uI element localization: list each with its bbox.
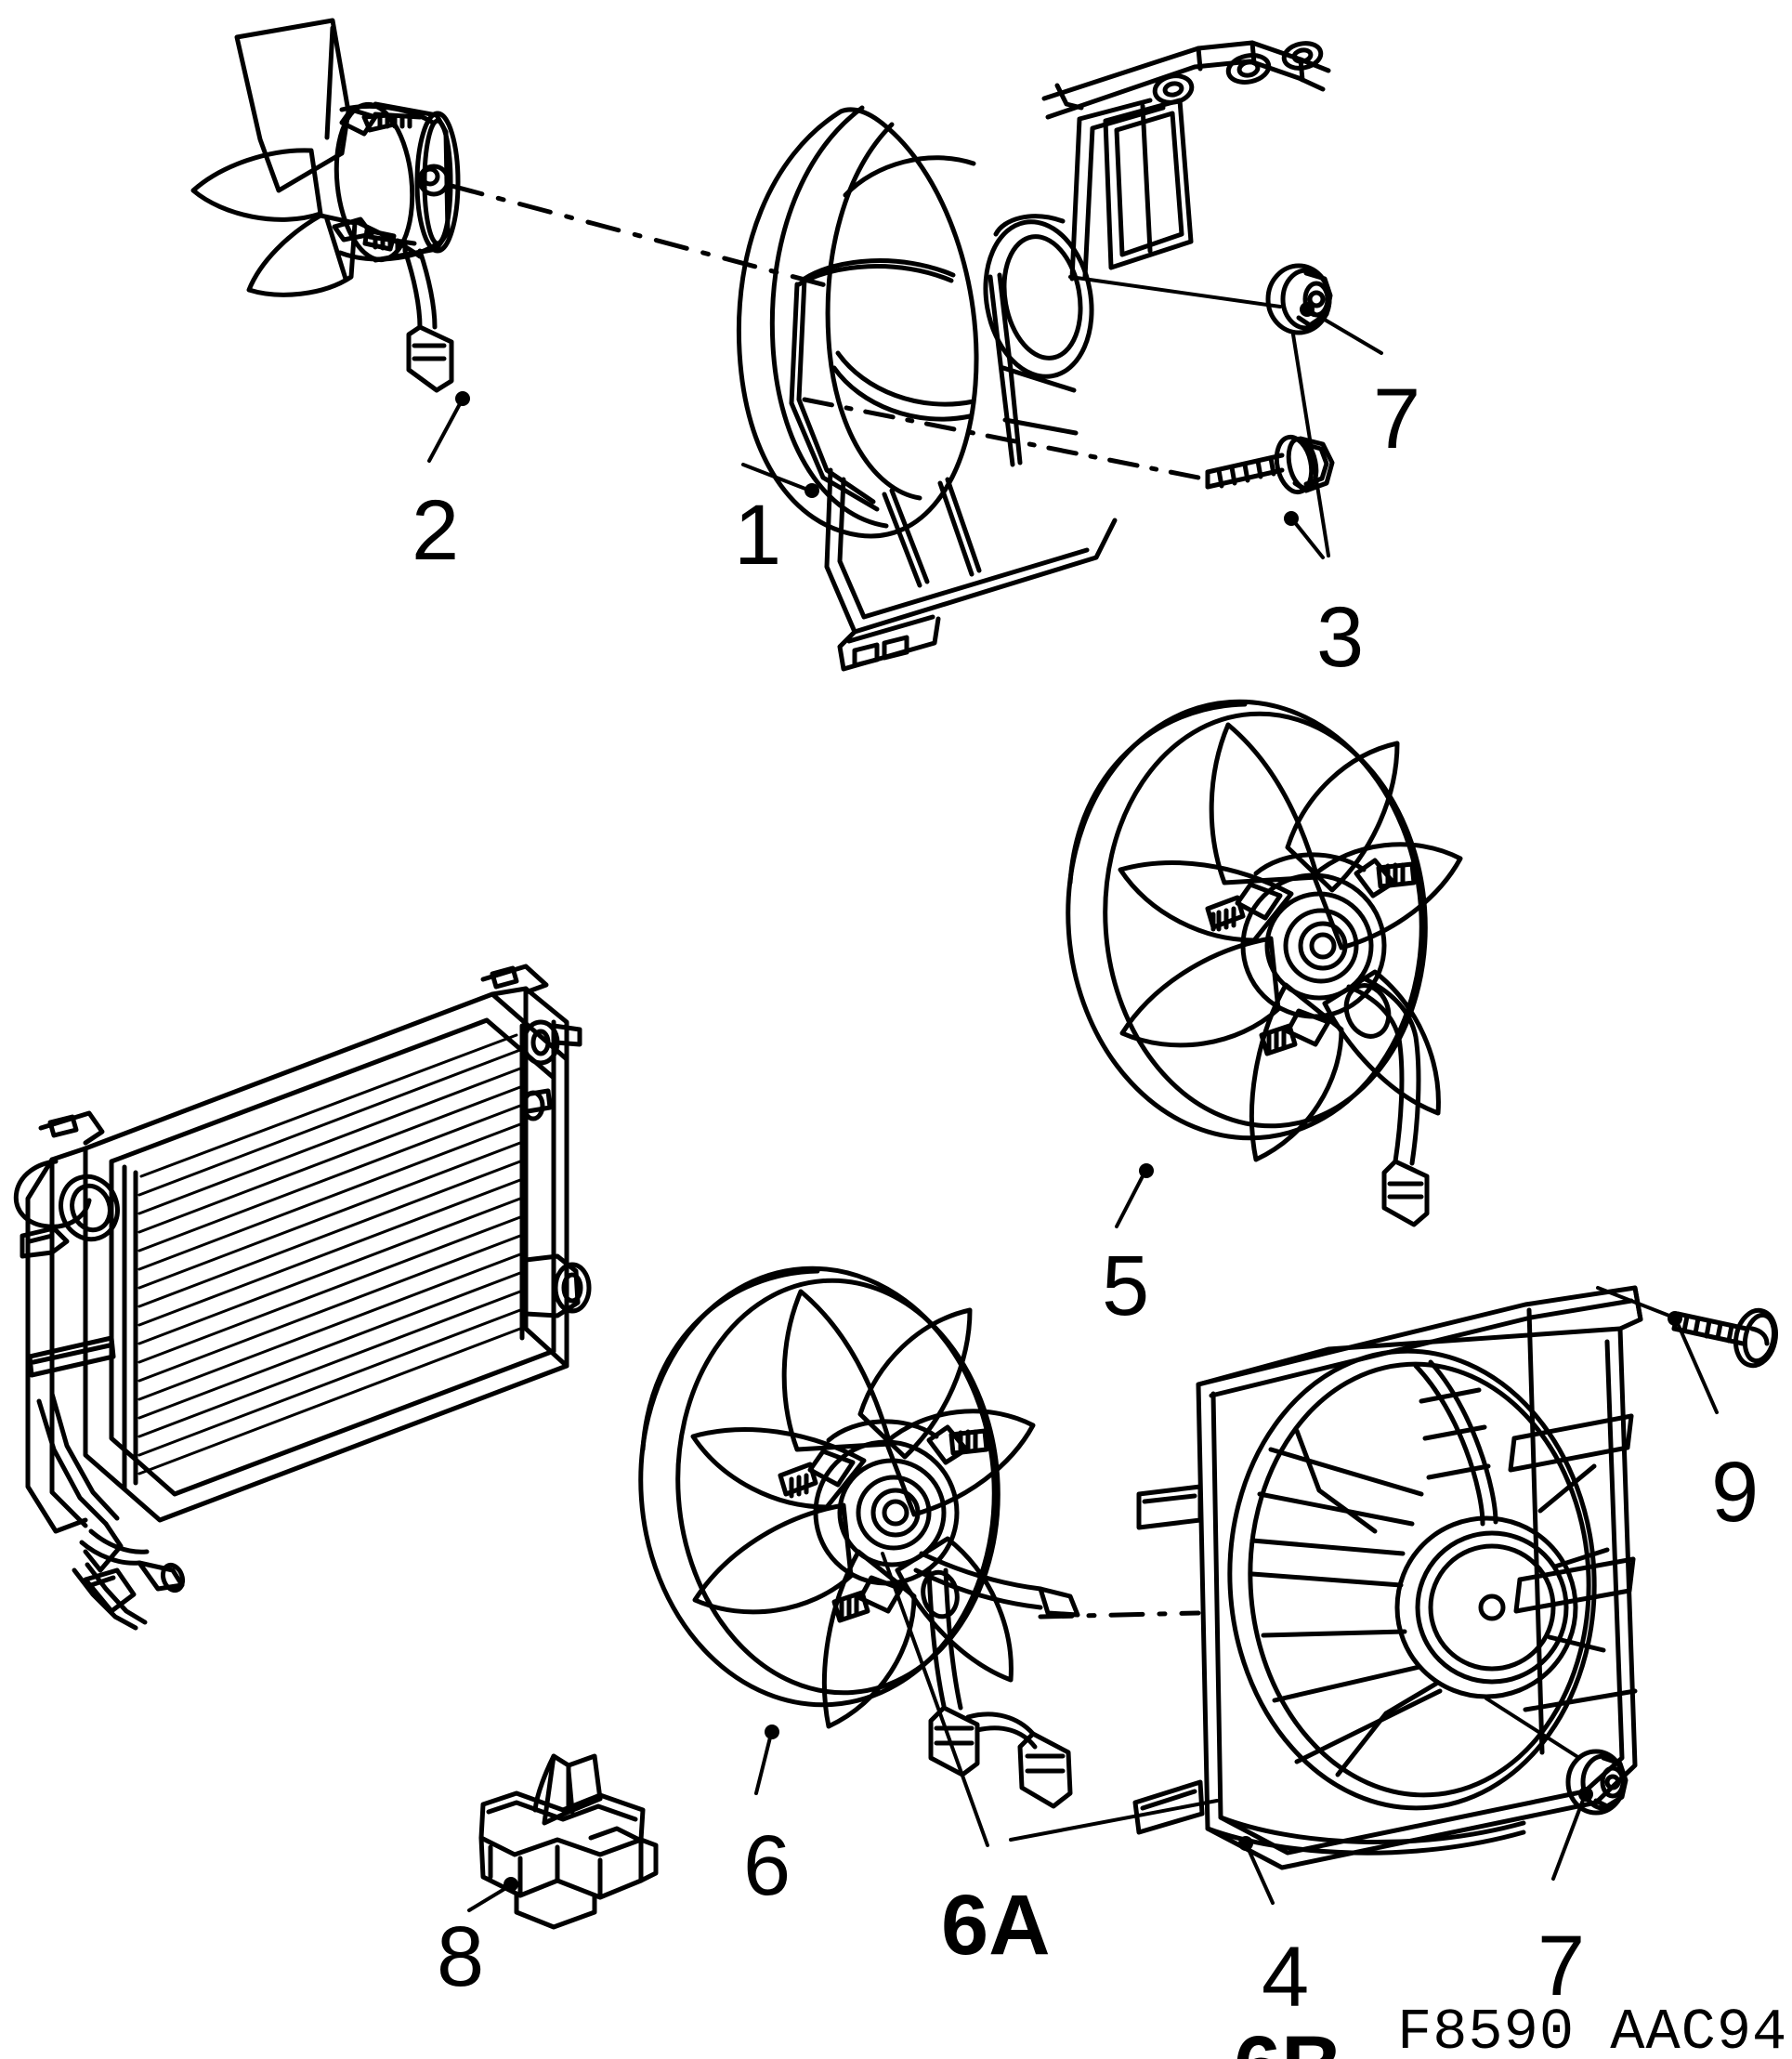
pan-head-screw [1671, 1307, 1778, 1369]
fan-shroud-upper [736, 40, 1331, 672]
fan-shroud-lower [1132, 1285, 1643, 1870]
fan-blade-motor-assembly [190, 18, 461, 393]
cooling-fan-upper [1066, 699, 1463, 1227]
callout-5: 5 [1102, 1239, 1150, 1333]
assembly-axis-lower [1038, 1610, 1201, 1620]
callout-9: 9 [1711, 1445, 1759, 1540]
callout-7-upper: 7 [1373, 372, 1421, 466]
leader-clip [467, 1884, 511, 1912]
callout-3: 3 [1316, 590, 1365, 685]
flange-nut-lower [1565, 1749, 1628, 1816]
assembly-axis-bolt [802, 397, 1210, 482]
leader-nut-upper [1068, 275, 1282, 308]
radiator [13, 964, 592, 1631]
callout-7-lower: 7 [1537, 1919, 1586, 2013]
leader-lines [427, 302, 1719, 1905]
callout-2: 2 [412, 483, 460, 578]
flange-nut-upper [1265, 263, 1333, 335]
callout-6a: 6A [941, 1878, 1051, 1973]
mounting-clip [478, 1753, 659, 1930]
callout-6b: 6B [1234, 2024, 1343, 2059]
assembly-axis-top [449, 183, 839, 291]
leader-screw [1596, 1286, 1676, 1319]
callout-1: 1 [734, 488, 782, 583]
drawing-code: F8590 AAC94 [1397, 2000, 1788, 2059]
cooling-fan-lower [638, 1266, 1080, 1809]
callout-6: 6 [743, 1818, 791, 1913]
leader-nut-lower [1485, 1697, 1581, 1760]
callout-4: 4 [1262, 1930, 1310, 2025]
callout-8: 8 [437, 1909, 485, 2004]
